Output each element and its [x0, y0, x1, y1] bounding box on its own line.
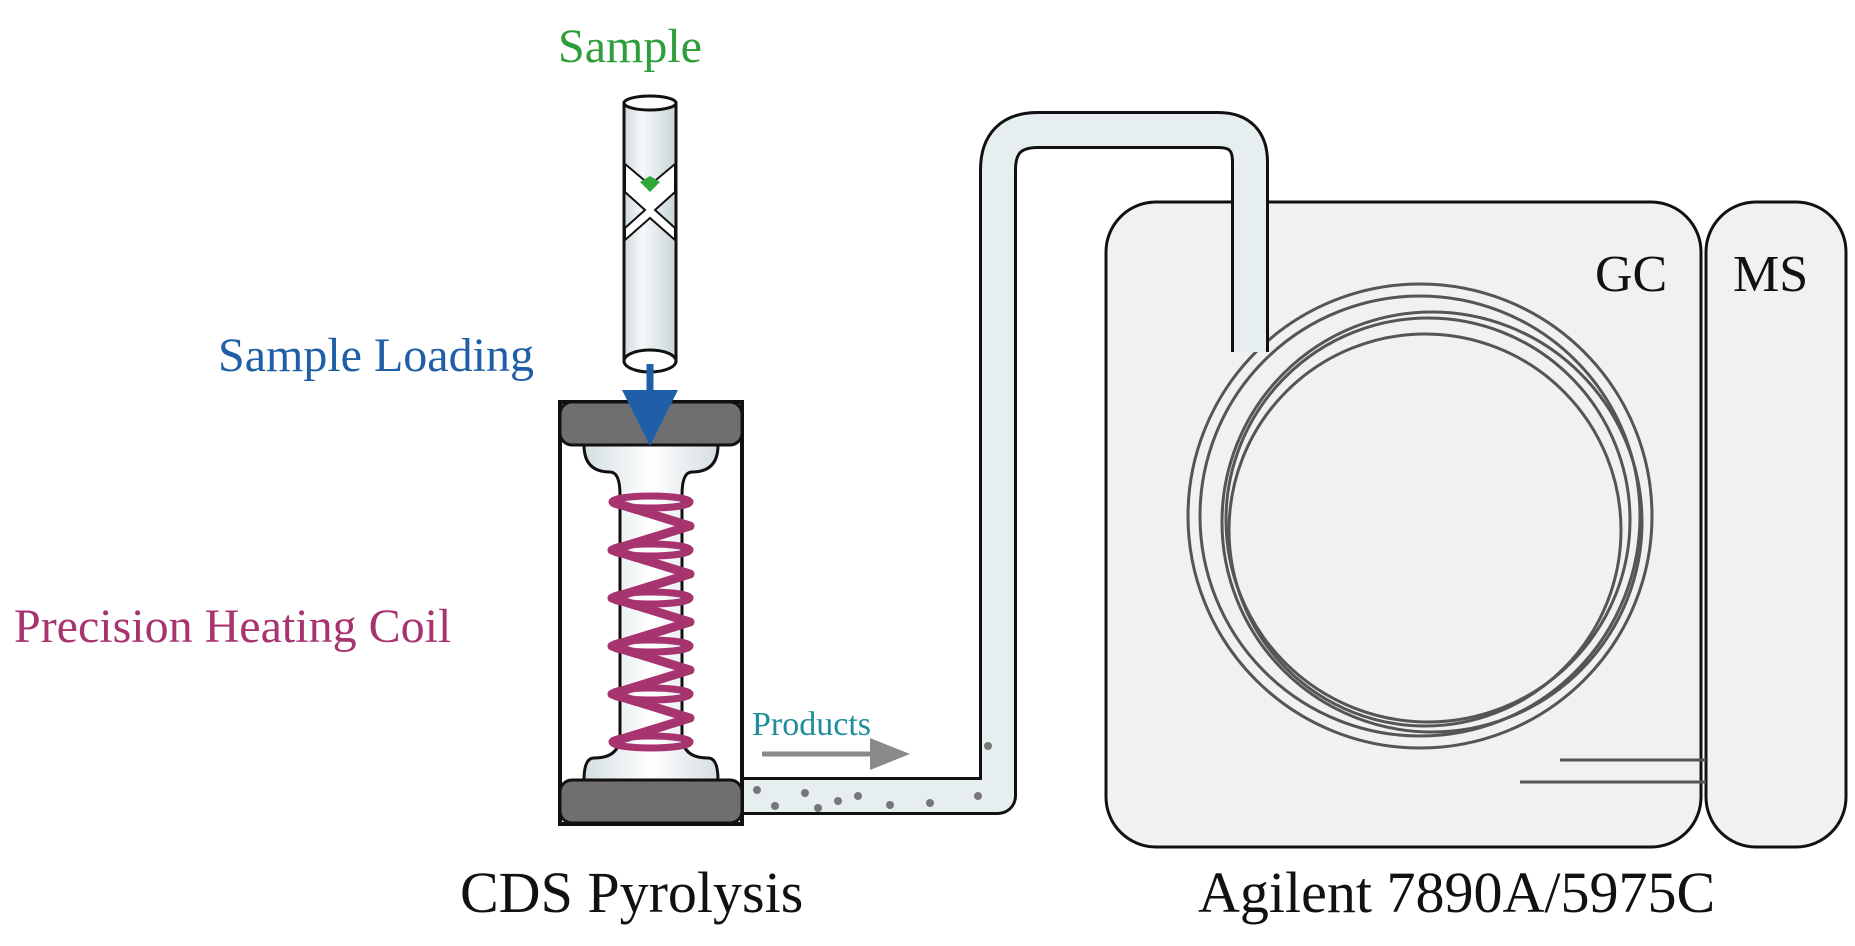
gc-column-exit: [1520, 758, 1706, 784]
heating-coil: [607, 492, 695, 752]
sample-tube: [622, 94, 678, 374]
bottom-cap: [558, 778, 744, 825]
pyrolysis-label: CDS Pyrolysis: [460, 860, 803, 925]
instrument-label: Agilent 7890A/5975C: [1198, 860, 1715, 925]
gc-unit: GC: [1104, 200, 1703, 849]
sample-loading-label: Sample Loading: [218, 329, 534, 382]
heating-coil-label: Precision Heating Coil: [14, 600, 451, 653]
gc-label: GC: [1595, 246, 1667, 303]
products-arrow: [762, 738, 910, 770]
gc-body: [1104, 200, 1703, 849]
sample-label: Sample: [558, 20, 702, 73]
sample-dot: [640, 176, 660, 192]
ms-body: [1704, 200, 1848, 849]
gc-column-coil: [1186, 282, 1654, 750]
products-label: Products: [752, 706, 871, 743]
quartz-wool: [624, 161, 676, 243]
ms-label: MS: [1733, 246, 1808, 303]
product-particles: [753, 742, 992, 812]
ms-unit: MS: [1704, 200, 1848, 849]
transfer-line: [742, 111, 1269, 815]
